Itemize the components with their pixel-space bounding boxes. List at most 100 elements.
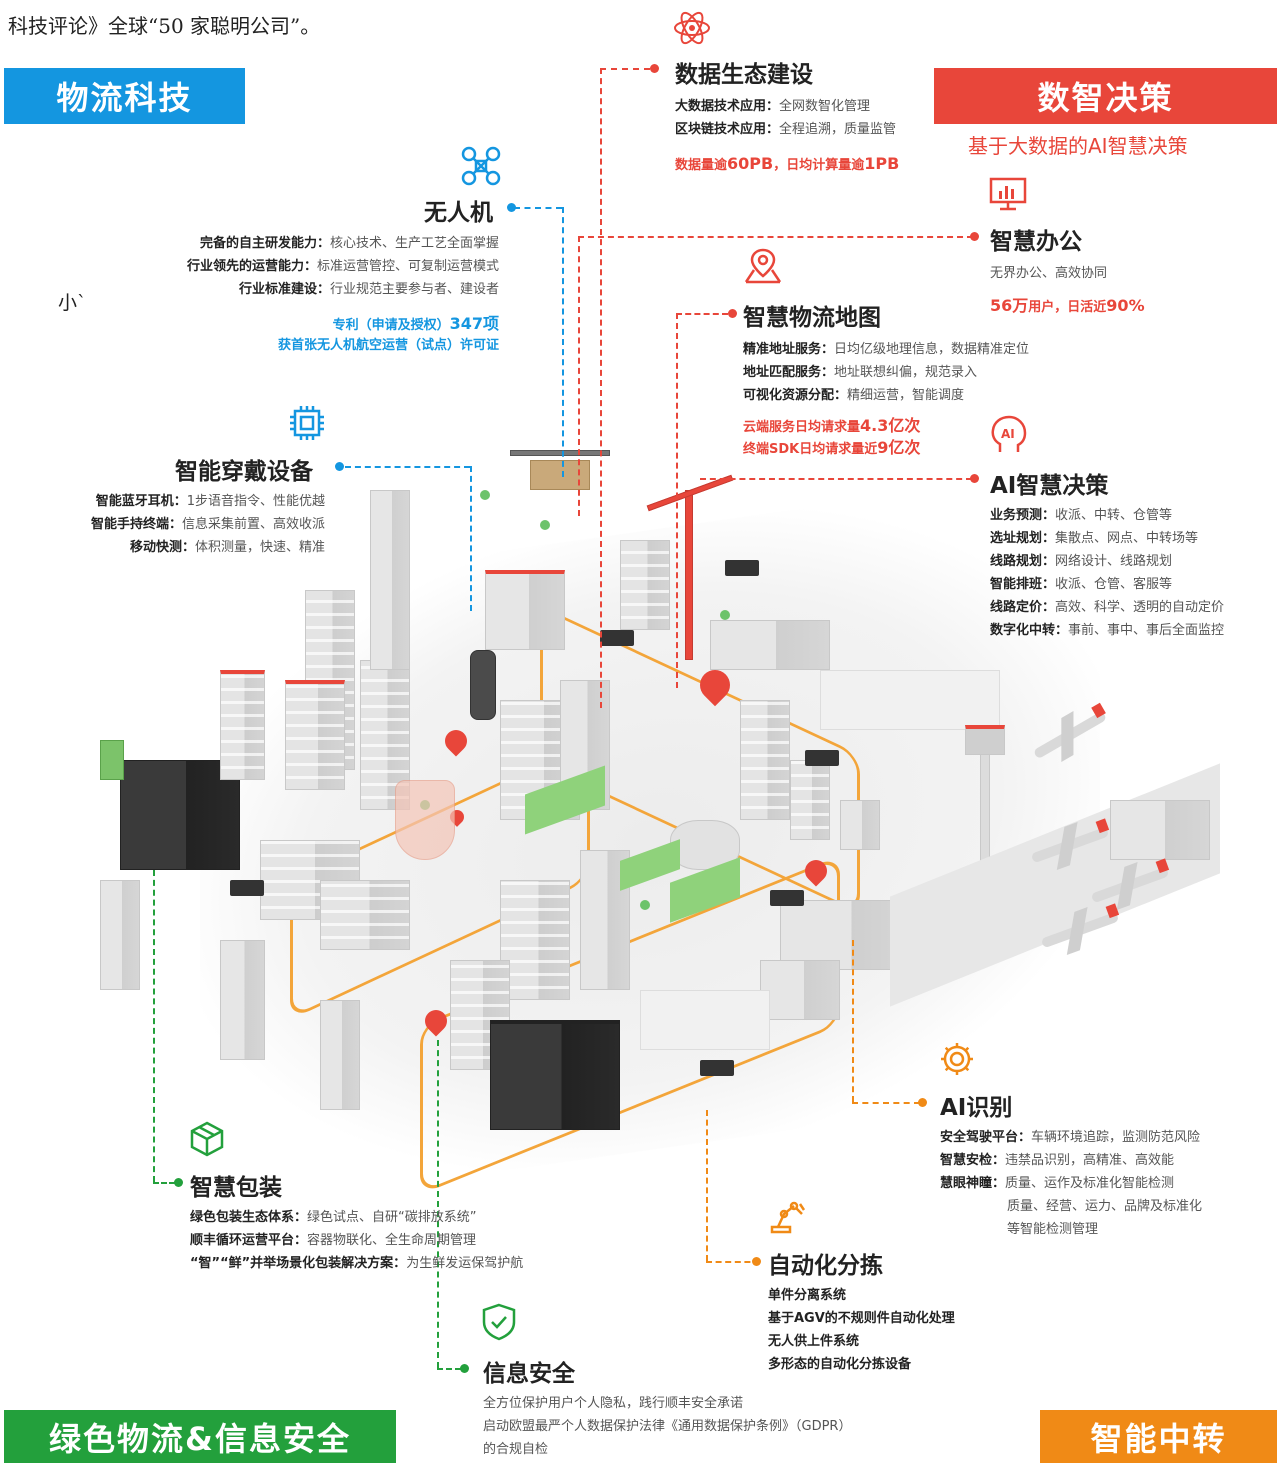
drone-frame	[510, 450, 610, 456]
delivery-truck	[600, 630, 634, 646]
building	[620, 540, 670, 630]
connector-line	[706, 1261, 760, 1263]
warehouse	[780, 900, 910, 970]
stat-drone: 专利（申请及授权）347项 获首张无人机航空运营（试点）许可证	[277, 314, 499, 353]
desc-ai-recognition: 安全驾驶平台：车辆环境追踪，监测防范风险 智慧安检：违禁品识别，高精准、高效能 …	[940, 1130, 1203, 1237]
connector-line	[153, 870, 155, 1182]
stat-smart-map: 云端服务日均请求量4.3亿次 终端SDK日均请求量近9亿次	[743, 416, 921, 457]
connector-dot	[335, 462, 344, 471]
atom-icon	[674, 11, 710, 45]
shield-check-icon	[482, 1303, 516, 1341]
connector-dot	[728, 309, 737, 318]
city-illustration	[60, 380, 1240, 1260]
connector-dot	[918, 1098, 927, 1107]
warehouse	[760, 960, 840, 1020]
building	[100, 880, 140, 990]
desc-smart-map: 精准地址服务：日均亿级地理信息，数据精准定位 地址匹配服务：地址联想纠偏，规范录…	[743, 342, 1030, 403]
building	[370, 490, 410, 670]
shop-building	[490, 1020, 620, 1130]
svg-text:AI: AI	[1001, 427, 1015, 441]
tree	[640, 900, 650, 910]
banner-logistics-tech: 物流科技	[4, 68, 245, 124]
connector-line	[676, 313, 728, 315]
connector-dot	[507, 203, 516, 212]
delivery-truck	[805, 750, 839, 766]
sorting-center	[820, 670, 1000, 730]
tree	[720, 610, 730, 620]
connector-dot	[752, 1257, 761, 1266]
connector-line	[470, 466, 472, 611]
office-building	[485, 570, 565, 650]
desc-data-ecosystem: 大数据技术应用：全网数智化管理 区块链技术应用：全程追溯，质量监管	[675, 99, 897, 137]
delivery-truck	[230, 880, 264, 896]
title-smart-office: 智慧办公	[990, 229, 1082, 255]
chip-icon	[290, 406, 324, 440]
courier-figure	[470, 650, 496, 720]
drone-icon	[461, 146, 501, 186]
desc-wearable: 智能蓝牙耳机：1步语音指令、性能优越 智能手持终端：信息采集前置、高效收派 移动…	[90, 494, 325, 555]
header-text: 科技评论》全球“50 家聪明公司”。	[8, 14, 321, 38]
building	[220, 670, 265, 780]
title-ai-decision: AI智慧决策	[990, 473, 1109, 499]
desc-smart-office: 无界办公、高效协同	[990, 266, 1108, 281]
map-pin-icon	[744, 248, 782, 284]
depot	[710, 620, 830, 670]
control-tower-top	[965, 725, 1005, 755]
building	[840, 800, 880, 850]
title-smart-packaging: 智慧包装	[190, 1175, 282, 1201]
connector-line	[514, 207, 562, 209]
title-info-security: 信息安全	[483, 1361, 575, 1387]
building	[580, 850, 630, 990]
delivery-truck	[725, 560, 759, 576]
title-ai-recognition: AI识别	[940, 1095, 1013, 1121]
building	[790, 760, 830, 840]
connector-dot	[650, 64, 659, 73]
desc-ai-decision: 业务预测：收派、中转、仓管等 选址规划：集散点、网点、中转场等 线路规划：网络设…	[990, 508, 1225, 638]
banner-smart-transfer: 智能中转	[1040, 1410, 1277, 1463]
desc-info-security: 全方位保护用户个人隐私，践行顺丰安全承诺 启动欧盟最严个人数据保护法律《通用数据…	[483, 1396, 852, 1457]
connector-line	[676, 313, 678, 688]
title-drone: 无人机	[424, 200, 493, 226]
desc-drone: 完备的自主研发能力：核心技术、生产工艺全面掌握 行业领先的运营能力：标准运营管控…	[186, 236, 499, 297]
connector-line	[345, 466, 470, 468]
connector-line	[437, 1368, 461, 1370]
sorting-line	[640, 990, 770, 1050]
building	[320, 880, 410, 950]
recycle-sign	[100, 740, 124, 780]
title-auto-sorting: 自动化分拣	[768, 1253, 883, 1279]
stray-text: 小`	[58, 292, 87, 314]
title-smart-map: 智慧物流地图	[743, 305, 881, 331]
connector-line	[578, 236, 580, 516]
data-decision-subtitle: 基于大数据的AI智慧决策	[968, 134, 1188, 158]
building	[320, 1000, 360, 1110]
gear-icon	[941, 1043, 973, 1075]
delivery-truck	[770, 890, 804, 906]
security-shield	[395, 780, 455, 860]
title-data-ecosystem: 数据生态建设	[675, 62, 813, 88]
connector-line	[600, 68, 602, 708]
connector-dot	[460, 1364, 469, 1373]
crane	[685, 490, 693, 660]
hangar	[1110, 800, 1210, 860]
connector-line	[600, 68, 650, 70]
connector-dot	[970, 474, 979, 483]
monitor-chart-icon	[989, 177, 1027, 211]
title-wearable: 智能穿戴设备	[175, 459, 313, 485]
drone-package	[530, 460, 590, 490]
ai-head-icon: AI	[991, 415, 1027, 452]
stat-data-ecosystem: 数据量逾60PB，日均计算量逾1PB	[675, 154, 900, 173]
robot-arm-icon	[770, 1201, 806, 1234]
banner-green-security: 绿色物流&信息安全	[4, 1410, 396, 1463]
building	[220, 940, 265, 1060]
tree	[540, 520, 550, 530]
stat-smart-office: 56万用户，日活近90%	[990, 296, 1145, 315]
connector-line	[437, 1040, 439, 1368]
connector-dot	[970, 232, 979, 241]
banner-data-decision: 数智决策	[934, 68, 1277, 124]
box-icon	[190, 1121, 224, 1157]
connector-line	[153, 1182, 175, 1184]
connector-dot	[174, 1178, 183, 1187]
connector-line	[578, 236, 973, 238]
building	[740, 700, 790, 820]
desc-auto-sorting: 单件分离系统 基于AGV的不规则件自动化处理 无人供上件系统 多形态的自动化分拣…	[768, 1288, 955, 1372]
